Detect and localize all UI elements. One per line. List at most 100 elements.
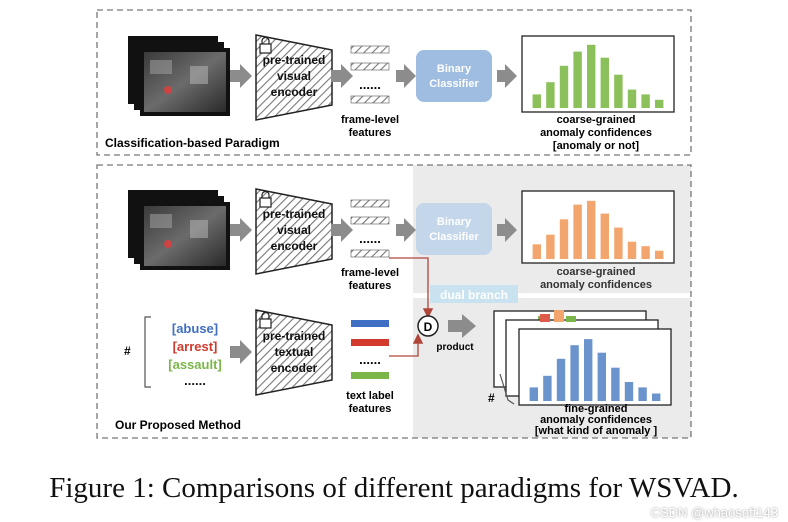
lock-icon [259, 36, 272, 54]
text-feature-dots: ...... [359, 352, 381, 367]
coarse-caption-1: coarse-grained [557, 266, 636, 278]
visual-encoder-2-line2: visual [277, 223, 311, 237]
fine-chart-bar [584, 339, 593, 401]
hash-symbol-right: # [488, 391, 495, 405]
figure-caption: Figure 1: Comparisons of different parad… [49, 472, 739, 504]
watermark: CSDN @whaosoft143 [650, 505, 778, 520]
coarse-chart-bar [546, 234, 555, 259]
coarse-chart-frame [521, 190, 675, 264]
top-chart-bar [573, 51, 582, 108]
visual-encoder-2-line1: pre-trained [263, 207, 326, 221]
top-chart-bar [627, 89, 637, 108]
top-chart-caption-3: [anomaly or not] [553, 140, 640, 152]
product-symbol: D [424, 320, 433, 334]
top-chart-bar [655, 99, 664, 108]
dot-product-node: D [417, 315, 439, 337]
arrow-encoder-to-features [331, 64, 353, 88]
classifier-line2: Classifier [429, 78, 479, 90]
textual-encoder-line1: pre-trained [263, 329, 326, 343]
bottom-panel: pre-trained visual encoder ...... frame-… [96, 164, 692, 439]
textual-encoder-line2: textual [275, 345, 314, 359]
visual-to-product-line [389, 257, 434, 319]
dual-branch-badge [430, 285, 518, 303]
top-chart-caption-1: coarse-grained [557, 114, 636, 126]
fine-chart-bar [638, 387, 647, 401]
fine-caption-3: [what kind of anomaly ] [535, 425, 658, 437]
top-chart-bar [587, 44, 596, 108]
visual-encoder-line1: pre-trained [263, 53, 326, 67]
binary-classifier-block: Binary Classifier [416, 50, 492, 102]
visual-encoder-2-line3: encoder [271, 239, 318, 253]
video-frames-stack [128, 36, 230, 116]
video-frames-stack-2 [128, 190, 230, 270]
text-features-label-1: text label [346, 390, 394, 402]
label-arrest: [arrest] [173, 339, 218, 354]
top-bar-chart [532, 44, 664, 108]
feature-dots: ...... [359, 77, 381, 92]
bottom-panel-border [96, 164, 692, 439]
top-chart-bar [600, 57, 609, 108]
arrow-features-to-classifier-2 [396, 218, 416, 242]
classifier-2-line1: Binary [437, 216, 472, 228]
top-panel-border [96, 9, 692, 156]
arrow-features-to-classifier [396, 64, 416, 88]
top-chart-bar [559, 65, 569, 108]
label-abuse: [abuse] [172, 321, 218, 336]
coarse-chart-bar [641, 246, 650, 259]
coarse-bar-chart [532, 200, 664, 259]
frame-features-label-2: features [349, 127, 392, 139]
coarse-chart-bar [655, 250, 664, 259]
label-ellipsis: ...... [184, 373, 206, 388]
lock-icon [259, 190, 272, 208]
feature-dots-2: ...... [359, 231, 381, 246]
top-chart-bar [532, 94, 541, 108]
textual-encoder-block: pre-trained textual encoder [255, 309, 333, 396]
arrow-classifier-to-chart [497, 64, 517, 88]
textual-encoder-line3: encoder [271, 361, 318, 375]
top-panel-title: Classification-based Paradigm [105, 136, 280, 150]
fine-chart-bar [570, 345, 579, 401]
arrow-encoder-to-features-2 [331, 218, 353, 242]
dual-branch-label: dual branch [440, 288, 508, 302]
fine-chart-bar [597, 352, 606, 401]
arrow-video-to-encoder-2 [230, 218, 252, 242]
hash-symbol-left: # [124, 344, 131, 358]
arrow-labels-to-textual-encoder [230, 340, 252, 364]
coarse-chart-bar [573, 204, 582, 259]
frame-feature-bars-2: ...... [350, 199, 390, 258]
coarse-chart-bar [600, 213, 609, 259]
fine-caption-2: anomaly confidences [540, 414, 652, 426]
coarse-chart-bar [627, 241, 637, 259]
visual-encoder-line3: encoder [271, 85, 318, 99]
classifier-line1: Binary [437, 63, 472, 75]
bottom-panel-title: Our Proposed Method [115, 418, 241, 432]
label-assault: [assault] [168, 357, 221, 372]
top-chart-bar [614, 74, 623, 108]
top-panel: pre-trained visual encoder ...... frame-… [96, 9, 692, 156]
frame-features-label-1: frame-level [341, 114, 399, 126]
text-feature-bars: ...... [351, 320, 389, 379]
frame-features-2-label-2: features [349, 280, 392, 292]
arrow-video-to-encoder [230, 64, 252, 88]
text-to-product-line [389, 333, 424, 357]
coarse-chart-bar [532, 244, 541, 259]
top-chart-caption-2: anomaly confidences [540, 127, 652, 139]
fine-chart-bar [611, 367, 620, 401]
fine-chart-bar [543, 375, 552, 401]
visual-encoder-line2: visual [277, 69, 311, 83]
fine-bar-chart [529, 339, 661, 401]
top-chart-bar [641, 94, 650, 108]
fine-chart-bar [556, 358, 566, 401]
frame-features-2-label-1: frame-level [341, 267, 399, 279]
arrow-classifier-to-chart-2 [497, 218, 517, 242]
fine-chart-bar [652, 393, 661, 401]
fine-chart-bar [529, 387, 538, 401]
labels-bracket [144, 316, 151, 388]
arrow-product-to-fine-chart [448, 314, 476, 338]
fine-caption-1: fine-grained [565, 403, 628, 415]
text-features-label-2: features [349, 403, 392, 415]
binary-classifier-block-2: Binary Classifier [416, 203, 492, 255]
fine-chart-bar [624, 382, 634, 401]
fine-stack-bracket [499, 373, 515, 405]
